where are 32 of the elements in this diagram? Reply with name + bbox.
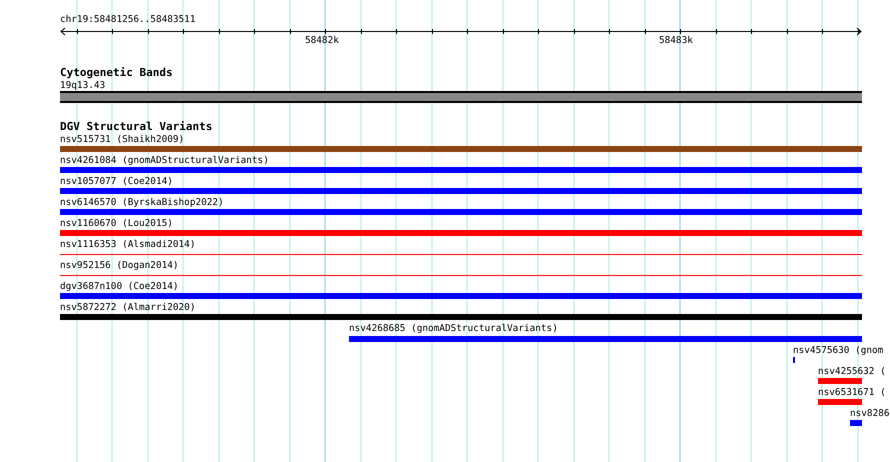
feature-label: nsv5872272 (Almarri2020) [60, 302, 196, 314]
variant-bar [349, 336, 862, 342]
variant-bar [850, 420, 862, 426]
feature-label: nsv6531671 ( [818, 387, 886, 399]
cytoband-bar [60, 91, 862, 103]
coordinate-label: chr19:58481256..58483511 [60, 14, 196, 26]
feature-label: nsv515731 (Shaikh2009) [60, 134, 184, 146]
feature-label: nsv8286 [850, 408, 890, 420]
feature-label: nsv6146570 (ByrskaBishop2022) [60, 197, 224, 209]
track-title: DGV Structural Variants [60, 121, 212, 133]
variant-bar [60, 314, 862, 320]
feature-label: nsv952156 (Dogan2014) [60, 260, 179, 272]
feature-label: nsv4575630 (gnom [793, 345, 884, 357]
variant-bar [60, 293, 862, 299]
tick-label: 58483k [659, 35, 693, 47]
variant-bar [60, 209, 862, 215]
feature-label: nsv4261084 (gnomADStructuralVariants) [60, 155, 269, 167]
variant-bar [60, 230, 862, 236]
feature-label: nsv4268685 (gnomADStructuralVariants) [349, 323, 558, 335]
tick-label: 58482k [305, 35, 339, 47]
feature-label: nsv1057077 (Coe2014) [60, 176, 173, 188]
variant-bar [818, 399, 862, 405]
variant-bar [818, 378, 862, 384]
feature-label: 19q13.43 [60, 80, 106, 92]
feature-label: nsv1116353 (Alsmadi2014) [60, 239, 196, 251]
variant-bar [60, 167, 862, 173]
variant-bar [60, 146, 862, 152]
feature-label: nsv1160670 (Lou2015) [60, 218, 173, 230]
feature-label: nsv4255632 ( [818, 366, 886, 378]
variant-bar [60, 188, 862, 194]
track-title: Cytogenetic Bands [60, 67, 173, 79]
feature-label: dgv3687n100 (Coe2014) [60, 281, 179, 293]
